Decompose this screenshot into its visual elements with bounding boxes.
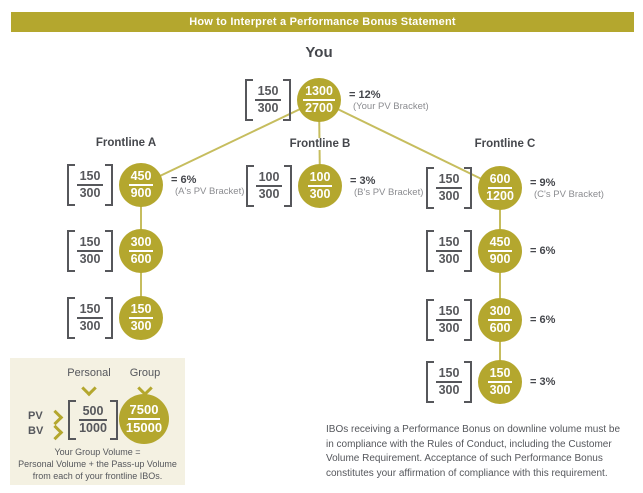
legend-caption-line: Your Group Volume =: [54, 447, 141, 457]
pct-caption: (Your PV Bracket): [353, 100, 429, 112]
compliance-footnote: IBOs receiving a Performance Bonus on do…: [326, 424, 621, 479]
node-c2: 150 300 450 900 = 6%: [426, 229, 555, 273]
legend-row-pv: PV: [28, 410, 43, 422]
chevron-right-icon: [47, 409, 64, 426]
node-a3: 150 300 150 300: [67, 296, 163, 340]
volume-circle: 150 300: [478, 360, 522, 404]
pv-bracket: 150 300: [426, 361, 472, 403]
node-c3: 150 300 300 600 = 6%: [426, 298, 555, 342]
pv-bracket: 150 300: [67, 230, 113, 272]
node-you: 150 300 1300 2700 = 12% (Your PV Bracket…: [245, 78, 429, 122]
pv-bv-bracket: 500 1000: [68, 400, 118, 440]
pct-value: = 6%: [530, 314, 556, 326]
pct-block: = 6% (A's PV Bracket): [171, 174, 244, 197]
chevron-down-icon: [81, 380, 97, 397]
pv-bracket: 150 300: [67, 297, 113, 339]
volume-circle: 150 300: [119, 296, 163, 340]
root-label: You: [305, 44, 333, 61]
volume-circle: 300 600: [478, 298, 522, 342]
pv-bracket: 100 300: [246, 165, 292, 207]
volume-circle: 600 1200: [478, 166, 522, 210]
volume-circle: 300 600: [119, 229, 163, 273]
legend-caption-line: from each of your frontline IBOs.: [32, 471, 163, 482]
pv-bracket: 150 300: [426, 299, 472, 341]
volume-circle: 1300 2700: [297, 78, 341, 122]
pct-value: = 6%: [171, 173, 197, 186]
legend-box: Personal Group PV BV 500 1000 7500 15000…: [10, 358, 185, 485]
pct-value: = 6%: [530, 245, 556, 257]
pct-value: = 12%: [349, 88, 381, 101]
frontline-a-label: Frontline A: [92, 137, 160, 149]
pct-value: = 3%: [530, 376, 556, 388]
pct-value: = 9%: [530, 176, 556, 189]
frontline-c-label: Frontline C: [471, 138, 539, 150]
node-c1: 150 300 600 1200 = 9% (C's PV Bracket): [426, 166, 604, 210]
legend-row-bv: BV: [28, 425, 44, 437]
pct-block: = 6%: [530, 245, 555, 257]
pct-block: = 3%: [530, 376, 555, 388]
volume-circle: 100 300: [298, 164, 342, 208]
pct-value: = 3%: [350, 174, 376, 187]
title-bar: How to Interpret a Performance Bonus Sta…: [11, 12, 634, 32]
legend-col-group: Group: [129, 367, 161, 379]
node-a2: 150 300 300 600: [67, 229, 163, 273]
chevron-right-icon: [47, 424, 64, 441]
node-c4: 150 300 150 300 = 3%: [426, 360, 555, 404]
pct-caption: (B's PV Bracket): [354, 186, 424, 198]
pct-block: = 9% (C's PV Bracket): [530, 177, 604, 200]
connector-line: [318, 99, 501, 189]
pct-block: = 6%: [530, 314, 555, 326]
node-a1: 150 300 450 900 = 6% (A's PV Bracket): [67, 163, 244, 207]
legend-caption-line: Personal Volume + the Pass-up Volume: [18, 459, 177, 470]
legend-caption: Your Group Volume = Personal Volume + th…: [10, 446, 185, 482]
pv-bracket: 150 300: [426, 230, 472, 272]
pct-caption: (A's PV Bracket): [175, 185, 245, 197]
pct-block: = 12% (Your PV Bracket): [349, 89, 429, 112]
pv-bracket: 150 300: [245, 79, 291, 121]
pv-bracket: 150 300: [67, 164, 113, 206]
pv-bracket: 150 300: [426, 167, 472, 209]
volume-circle: 450 900: [119, 163, 163, 207]
legend-bracket: 500 1000: [68, 400, 118, 440]
legend-col-personal: Personal: [67, 367, 111, 379]
pct-block: = 3% (B's PV Bracket): [350, 175, 423, 198]
pct-caption: (C's PV Bracket): [534, 188, 604, 200]
volume-circle: 450 900: [478, 229, 522, 273]
page-title: How to Interpret a Performance Bonus Sta…: [189, 16, 456, 28]
legend-group-circle: 7500 15000: [119, 394, 169, 444]
frontline-b-label: Frontline B: [286, 138, 354, 150]
node-b1: 100 300 100 300 = 3% (B's PV Bracket): [246, 164, 423, 208]
